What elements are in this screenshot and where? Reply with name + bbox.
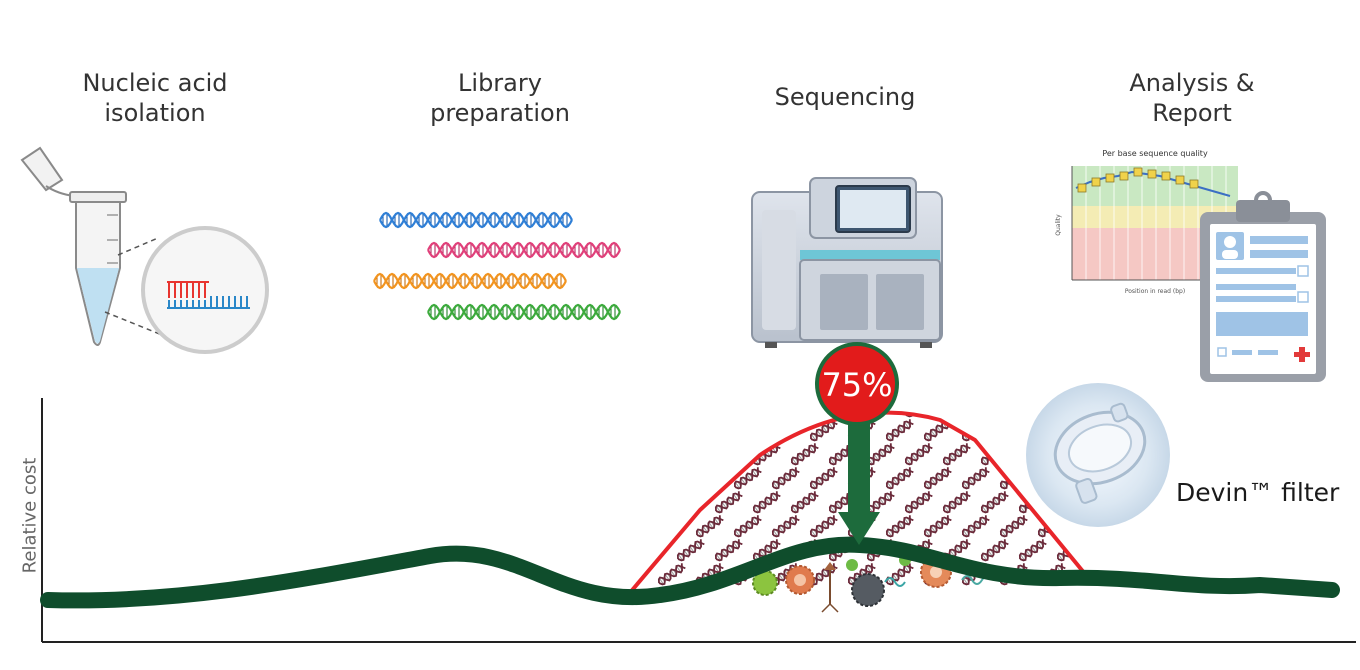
dna-helix [771,515,800,538]
dna-helix [657,467,686,490]
dna-helix [733,419,762,442]
clipboard-icon [1200,191,1326,382]
qc-chart-title: Per base sequence quality [1102,149,1208,158]
dna-helix [980,491,1009,514]
dna-helix [904,443,933,466]
stage-title-library: Library preparation [430,69,570,127]
dna-helix [427,303,621,321]
dna-helix [923,467,952,490]
stage-title-analysis: Analysis & Report [1129,69,1255,127]
qc-chart-xlabel: Position in read (bp) [1125,288,1185,295]
dna-helix [733,467,762,490]
dna-helix [733,515,762,538]
y-axis-label: Relative cost [19,457,41,574]
dna-helix [885,515,914,538]
dna-helix [980,539,1009,562]
dna-helix [790,443,819,466]
dna-helix [752,539,781,562]
dna-helix [695,419,724,442]
dna-helix [942,412,971,418]
magnifier-icon [141,226,269,354]
dna-helix [638,412,667,418]
dna-helix [961,467,990,490]
dna-helix [980,412,1009,418]
dna-helix [1018,539,1047,562]
dna-helix [866,491,895,514]
dna-helix [657,419,686,442]
stage-title-sequencing: Sequencing [774,83,916,111]
syringe-filter-icon [1026,383,1170,527]
dna-helix [809,515,838,538]
dna-helix [714,491,743,514]
dna-helix [885,419,914,442]
stage-title-isolation: Nucleic acid isolation [82,69,228,127]
dna-helix [676,443,705,466]
reduction-badge: 75% [815,342,899,426]
sequencer-machine-icon [751,177,943,348]
dna-helix [790,491,819,514]
dna-helix [676,412,705,418]
dna-helix [771,467,800,490]
dna-helix [373,272,567,290]
dna-helix [379,211,573,229]
dna-helix [427,241,621,259]
dna-helix [942,491,971,514]
dna-helix [714,412,743,418]
dna-helix [714,539,743,562]
dna-helix [885,467,914,490]
dna-helix [676,539,705,562]
filter-label: Devin™ filter [1176,478,1340,507]
dna-helix [695,467,724,490]
dna-helix [999,515,1028,538]
microcentrifuge-tube-icon [20,146,127,346]
dna-helix [752,412,781,418]
dna-helix [695,515,724,538]
dna-helix [999,419,1028,442]
dna-helix [961,515,990,538]
dna-strands-icon [373,211,621,321]
dna-helix [809,467,838,490]
dna-helix [790,412,819,418]
dna-helix [657,563,686,586]
dna-helix [942,443,971,466]
reduction-arrow [838,420,880,545]
reduced-cost-curve [40,536,1340,609]
dna-helix [714,443,743,466]
dna-helix [638,491,667,514]
dna-helix [638,443,667,466]
dna-helix [752,491,781,514]
dna-helix [923,515,952,538]
reduction-percent: 75% [821,366,892,404]
qc-chart-ylabel: Quality [1055,214,1062,236]
dna-helix [904,491,933,514]
